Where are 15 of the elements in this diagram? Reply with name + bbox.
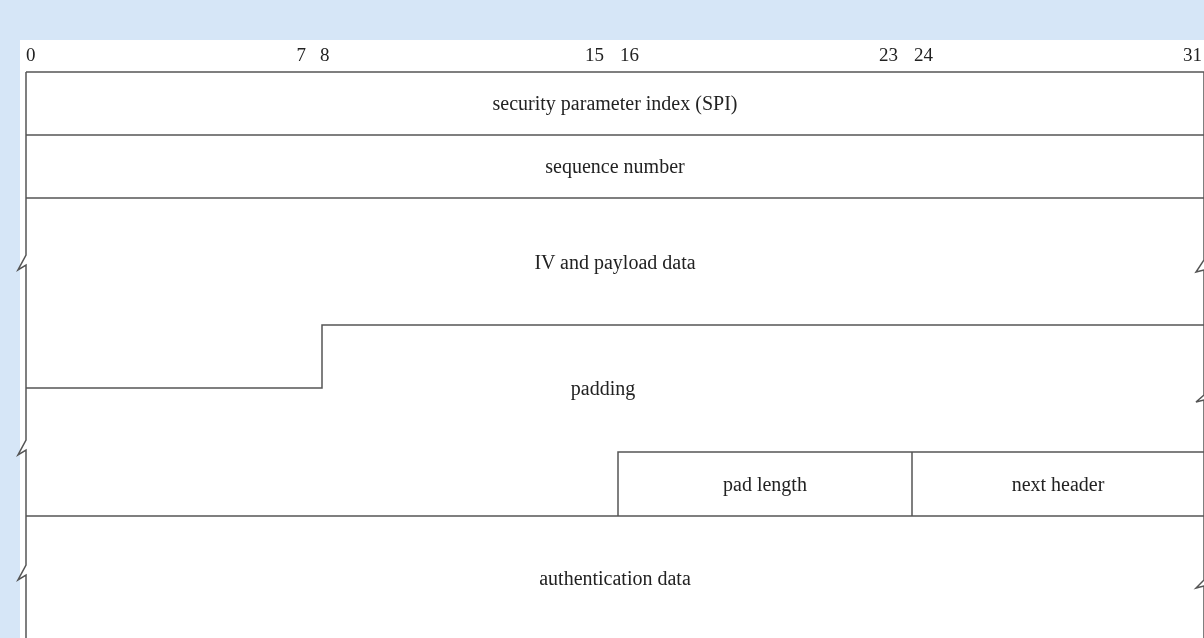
field-label: pad length (723, 472, 807, 496)
bit-number: 8 (320, 44, 330, 66)
bit-number: 31 (1183, 44, 1202, 66)
field-label: next header (1011, 472, 1105, 496)
bit-number: 15 (585, 44, 604, 66)
field-label: IV and payload data (534, 250, 696, 274)
bit-number: 0 (26, 44, 36, 66)
bit-number: 23 (879, 44, 898, 66)
field-label: authentication data (539, 566, 691, 590)
field-label: security parameter index (SPI) (492, 91, 738, 115)
field-label: sequence number (545, 154, 685, 178)
field-label: padding (570, 376, 636, 400)
bit-number: 16 (620, 44, 639, 66)
bit-number: 24 (914, 44, 933, 66)
bit-number: 7 (296, 44, 306, 66)
